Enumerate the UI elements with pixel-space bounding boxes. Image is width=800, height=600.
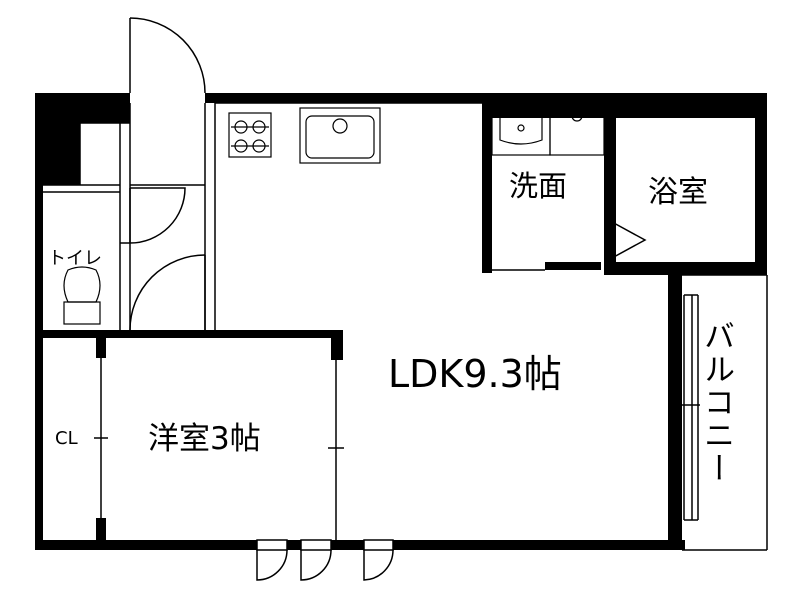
wall-left-upper bbox=[35, 93, 80, 185]
room-label-ldk: LDK9.3帖 bbox=[388, 352, 562, 396]
wall-top-wash bbox=[485, 93, 765, 118]
room-label-western: 洋室3帖 bbox=[148, 421, 261, 457]
balcony-window bbox=[682, 294, 700, 521]
wall-bottom-mid2 bbox=[331, 540, 364, 550]
bathroom-door bbox=[611, 221, 647, 259]
wall-right-lower bbox=[668, 275, 682, 550]
wall-wash-bottom bbox=[545, 262, 601, 270]
wall-upper-corridor bbox=[80, 93, 130, 123]
bottom-windows bbox=[256, 539, 394, 581]
toilet-icon bbox=[63, 266, 101, 325]
wall-wash-left bbox=[482, 103, 492, 273]
washing-machine-pan-icon bbox=[549, 102, 605, 156]
wall-top-kitchen bbox=[205, 93, 490, 103]
closet-doors bbox=[94, 358, 344, 540]
wall-bath-bottom bbox=[604, 262, 767, 275]
wall-western-top bbox=[43, 330, 343, 338]
partitions bbox=[43, 102, 768, 551]
wall-bottom-right bbox=[393, 540, 685, 550]
wall-cl-post-bottom bbox=[96, 518, 106, 540]
wall-bottom-left bbox=[35, 540, 257, 550]
room-label-toilet: トイレ bbox=[48, 248, 102, 269]
wall-western-post bbox=[331, 330, 343, 360]
room-label-washroom: 洗面 bbox=[509, 169, 568, 203]
interior-doors bbox=[120, 187, 206, 331]
entrance-door bbox=[129, 17, 206, 94]
stove-icon bbox=[228, 112, 272, 158]
wall-cl-post-top bbox=[96, 338, 106, 358]
walls bbox=[35, 93, 767, 550]
wall-bottom-mid1 bbox=[287, 540, 301, 550]
kitchen-sink-icon bbox=[299, 107, 381, 164]
room-label-bathroom: 浴室 bbox=[648, 175, 708, 210]
room-label-balcony: バルコニー bbox=[698, 320, 734, 485]
room-label-closet: CL bbox=[55, 428, 78, 449]
wall-left bbox=[35, 185, 43, 550]
wall-right-bath bbox=[755, 93, 767, 275]
wall-wash-bath bbox=[604, 118, 616, 268]
